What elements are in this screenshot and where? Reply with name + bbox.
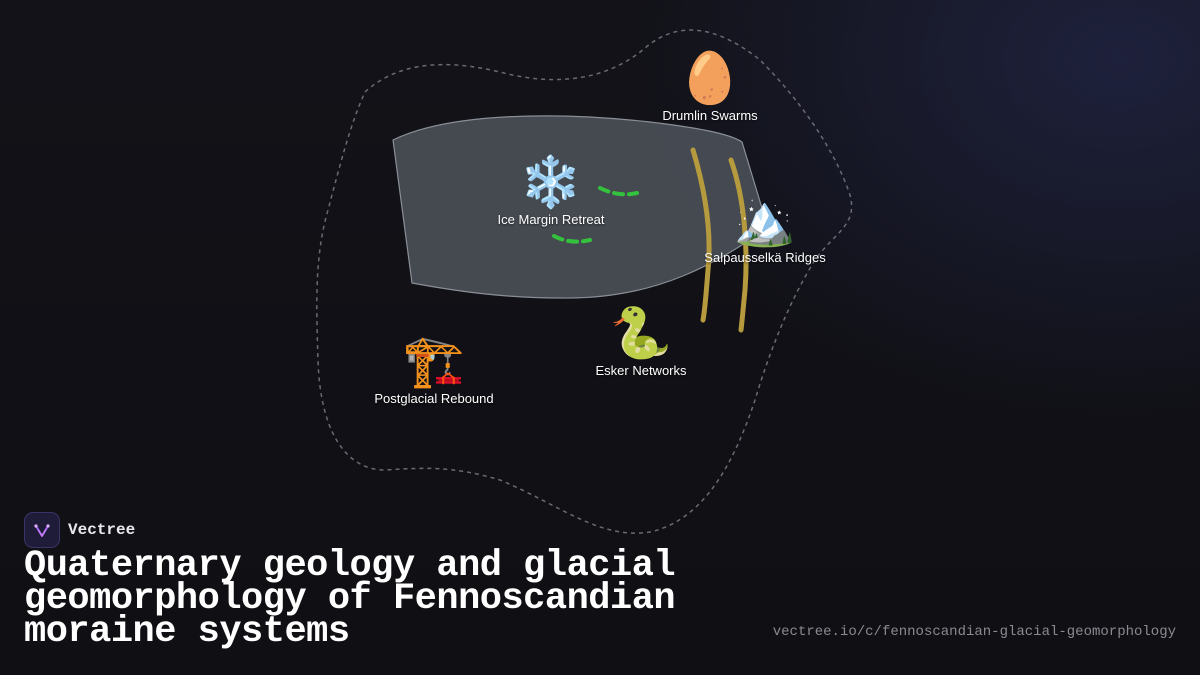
ice-sheet-region bbox=[392, 115, 769, 299]
page-title: Quaternary geology and glacial geomorpho… bbox=[24, 545, 676, 653]
ice-margin-line-1 bbox=[598, 186, 639, 197]
node-label: Postglacial Rebound bbox=[374, 391, 494, 406]
node-label: Drumlin Swarms bbox=[662, 108, 758, 123]
node-esker-networks[interactable]: 🐍 Esker Networks bbox=[595, 305, 686, 378]
node-ice-margin-retreat[interactable]: ❄️ Ice Margin Retreat bbox=[498, 154, 605, 227]
node-label: Esker Networks bbox=[595, 363, 687, 378]
brand-name: Vectree bbox=[68, 521, 136, 539]
egg-icon: 🥚 bbox=[678, 49, 742, 107]
node-label: Salpausselkä Ridges bbox=[704, 250, 826, 265]
snow-mountain-icon: 🏔️ bbox=[733, 191, 797, 249]
snowflake-icon: ❄️ bbox=[519, 153, 583, 211]
salpausselka-ridge-2 bbox=[728, 157, 749, 333]
node-salpausselka-ridges[interactable]: 🏔️ Salpausselkä Ridges bbox=[704, 192, 825, 265]
brand[interactable]: Vectree bbox=[24, 512, 135, 548]
node-postglacial-rebound[interactable]: 🏗️ Postglacial Rebound bbox=[374, 333, 493, 406]
salpausselka-ridge-1 bbox=[690, 147, 712, 323]
ice-margin-line-2 bbox=[552, 234, 592, 244]
node-drumlin-swarms[interactable]: 🥚 Drumlin Swarms bbox=[662, 50, 757, 123]
crane-icon: 🏗️ bbox=[402, 332, 466, 390]
node-label: Ice Margin Retreat bbox=[497, 212, 605, 227]
source-url[interactable]: vectree.io/c/fennoscandian-glacial-geomo… bbox=[772, 624, 1176, 640]
vectree-logo-icon bbox=[24, 512, 60, 548]
snake-icon: 🐍 bbox=[609, 304, 673, 362]
territory-outline bbox=[316, 29, 853, 534]
